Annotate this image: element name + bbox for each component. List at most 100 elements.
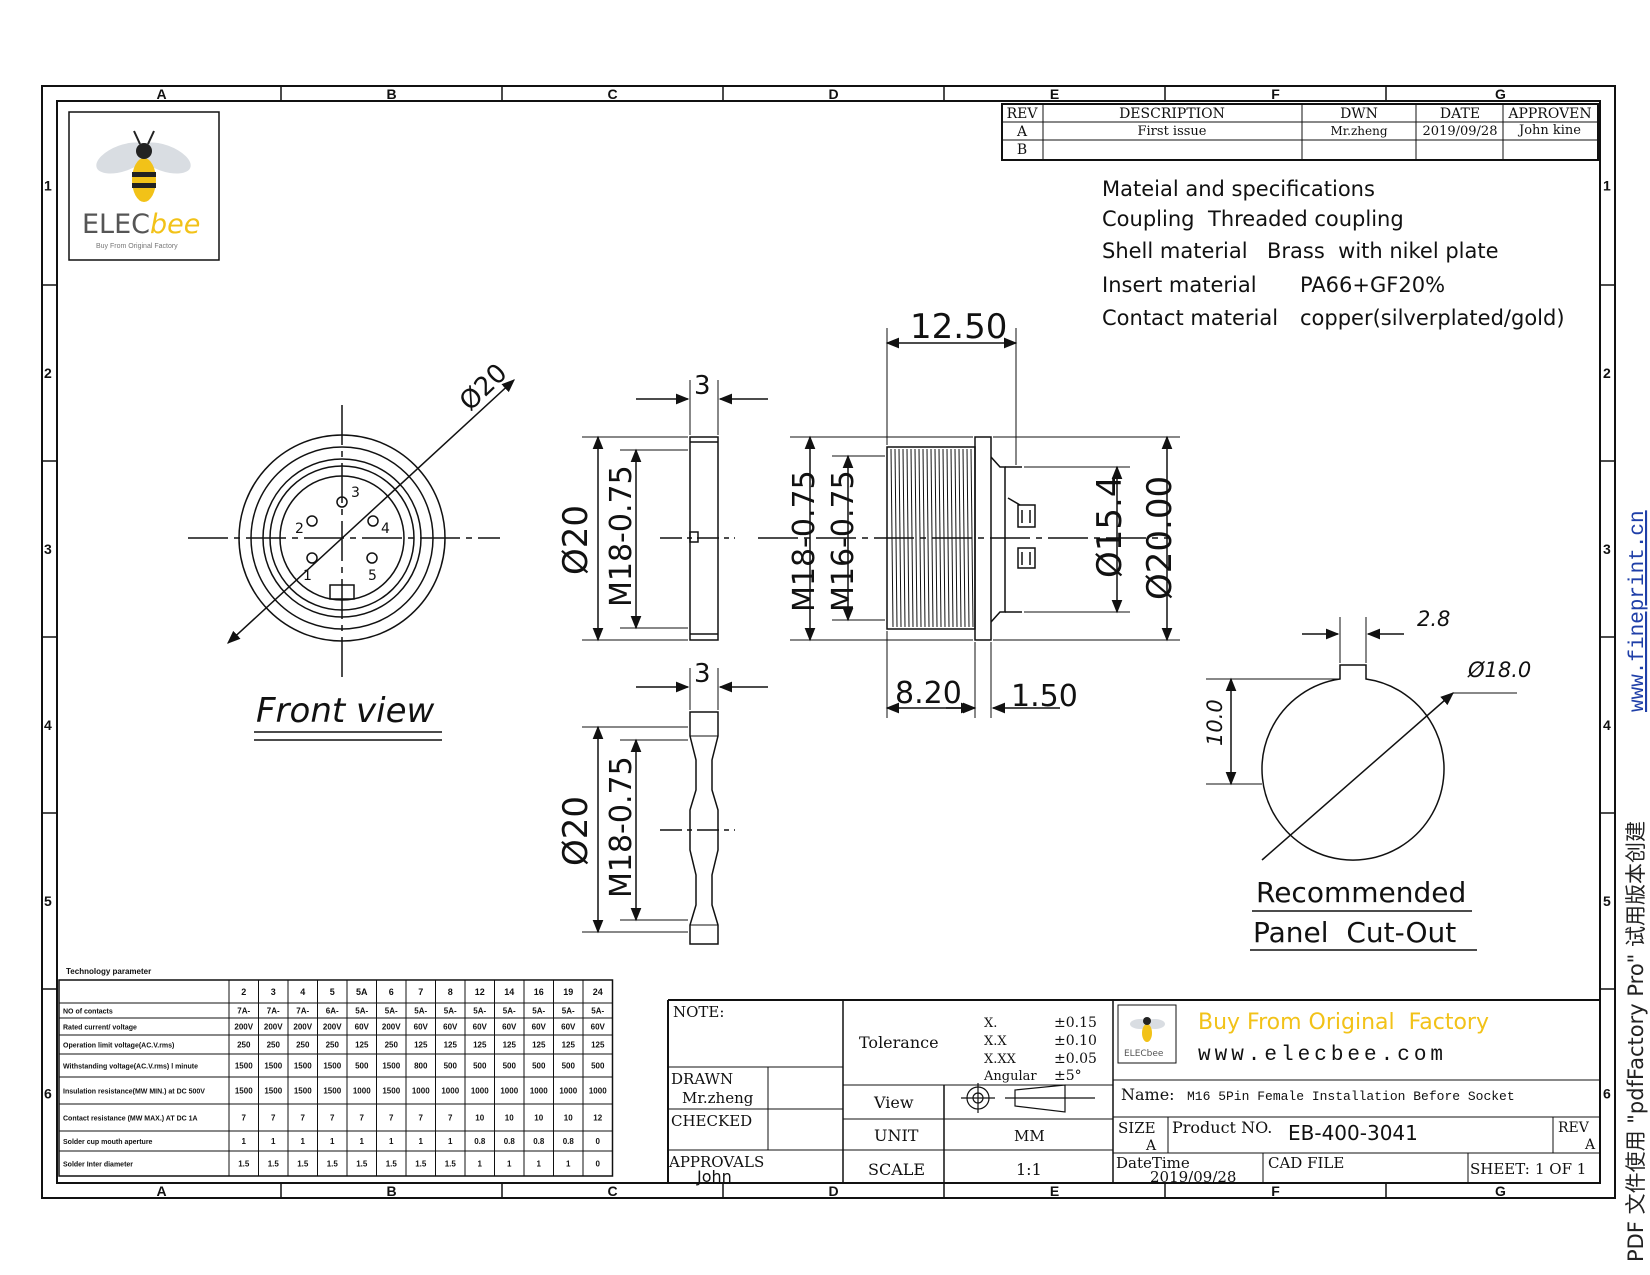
tech-cell: 5A- (591, 1007, 604, 1016)
rev-row-b-rev: B (1017, 142, 1027, 158)
rev-row-a-description: First issue (1138, 124, 1207, 139)
tech-cell: 200V (293, 1023, 312, 1032)
nut-top-dim-thread: M18-0.75 (604, 465, 639, 607)
tech-header-cell: 12 (475, 987, 485, 997)
zone-row-left-1: 1 (44, 178, 52, 194)
pin-label-3: 3 (351, 485, 360, 501)
tech-cell: 10 (564, 1114, 573, 1123)
rev-header-date: DATE (1440, 106, 1480, 122)
side-dim-m18: M18-0.75 (787, 470, 822, 612)
pin-2 (306, 515, 318, 527)
tech-cell: 5A- (503, 1007, 516, 1016)
tech-cell: 7 (301, 1114, 306, 1123)
material-specifications: Mateial and specifications Coupling Thre… (1102, 177, 1565, 330)
spec-coupling-label: Coupling (1102, 207, 1194, 231)
tech-cell: 1 (242, 1137, 247, 1146)
tech-cell: 7A- (296, 1007, 309, 1016)
sheet-label: SHEET: (1470, 1160, 1530, 1178)
pin-label-4: 4 (381, 521, 390, 537)
tech-cell: 0.8 (563, 1137, 575, 1146)
tech-cell: 500 (532, 1062, 546, 1071)
title-logo-icon: ELECbee (1124, 1017, 1165, 1059)
tech-cell: 800 (414, 1062, 428, 1071)
cutout-dim-diameter: Ø18.0 (1467, 658, 1531, 682)
tech-cell: 500 (562, 1062, 576, 1071)
revision-table: REV DESCRIPTION DWN DATE APPROVEN A Firs… (1001, 103, 1599, 161)
watermark-link[interactable]: www.fineprint.cn (1627, 510, 1650, 712)
zone-col-top-f: F (1271, 86, 1280, 102)
zone-row-left-4: 4 (44, 717, 52, 733)
thread-line (926, 448, 930, 628)
tech-cell: 1000 (530, 1087, 548, 1096)
rev-value: A (1584, 1137, 1596, 1153)
tech-cell: 7 (242, 1114, 247, 1123)
tech-cell: 5A- (385, 1007, 398, 1016)
tech-cell: 1000 (412, 1087, 430, 1096)
tech-cell: 1 (507, 1160, 512, 1169)
zone-col-top-b: B (386, 86, 396, 102)
tech-cell: 1 (478, 1160, 483, 1169)
tech-cell: 1 (419, 1137, 424, 1146)
zone-col-bottom-b: B (386, 1183, 396, 1199)
approvals-label: APPROVALS (668, 1153, 764, 1171)
tech-cell: 250 (296, 1041, 310, 1050)
cutout-dim-height: 10.0 (1203, 699, 1227, 746)
tech-cell: 7A- (267, 1007, 280, 1016)
tech-cell: 60V (355, 1023, 370, 1032)
pin-1 (306, 552, 318, 564)
zone-col-bottom-c: C (607, 1183, 617, 1199)
nut-bottom-dim-diameter: Ø20 (556, 796, 596, 866)
zone-col-bottom-g: G (1495, 1183, 1506, 1199)
tech-cell: 250 (237, 1041, 251, 1050)
tech-cell: 1.5 (268, 1160, 280, 1169)
nut-bottom-dim-width: 3 (694, 659, 711, 689)
tech-cell: 1.5 (356, 1160, 368, 1169)
tech-cell: 1 (301, 1137, 306, 1146)
tech-cell: 0 (596, 1137, 601, 1146)
tech-cell: 500 (503, 1062, 517, 1071)
tech-cell: 250 (326, 1041, 340, 1050)
size-label: SIZE (1118, 1119, 1156, 1137)
rev-label: REV (1558, 1120, 1590, 1136)
sheet-value: 1 OF 1 (1535, 1160, 1586, 1178)
rev-header-rev: REV (1007, 106, 1039, 122)
tech-cell: 7 (271, 1114, 276, 1123)
product-name: M16 5Pin Female Installation Before Sock… (1187, 1089, 1515, 1104)
spec-contact-value: copper(silverplated/gold) (1300, 306, 1565, 330)
tech-cell: 200V (234, 1023, 253, 1032)
scale-value: 1:1 (1016, 1160, 1042, 1179)
tech-cell: 60V (443, 1023, 458, 1032)
tech-cell: 1000 (471, 1087, 489, 1096)
side-dim-820: 8.20 (895, 676, 962, 711)
datetime-value: 2019/09/28 (1150, 1168, 1236, 1186)
nut-bottom-view (582, 668, 768, 945)
tech-row-label: Rated current/ voltage (63, 1025, 137, 1032)
tech-cell: 125 (503, 1041, 517, 1050)
approvals-value: John (696, 1167, 732, 1186)
tech-header-cell: 7 (418, 987, 423, 997)
tech-cell: 6A- (326, 1007, 339, 1016)
tech-cell: 5A- (444, 1007, 457, 1016)
connector-side-view (758, 328, 1180, 718)
zone-col-bottom-a: A (156, 1183, 166, 1199)
tech-header-cell: 6 (389, 987, 394, 997)
tech-cell: 1.5 (386, 1160, 398, 1169)
tech-cell: 500 (473, 1062, 487, 1071)
tolerance-label: Tolerance (859, 1033, 939, 1052)
tech-row-label: Operation limit voltage(AC.V.rms) (63, 1043, 174, 1050)
tech-cell: 1500 (294, 1062, 312, 1071)
tech-cell: 60V (591, 1023, 606, 1032)
spec-coupling-value: Threaded coupling (1207, 207, 1404, 231)
tech-cell: 1 (537, 1160, 542, 1169)
rev-row-a-date: 2019/09/28 (1423, 124, 1498, 139)
spec-shell-value: Brass with nikel plate (1267, 239, 1499, 263)
tech-cell: 500 (355, 1062, 369, 1071)
unit-value: MM (1014, 1127, 1045, 1145)
zone-row-right-4: 4 (1603, 717, 1611, 733)
svg-text:ELECbee: ELECbee (82, 209, 200, 240)
rev-header-description: DESCRIPTION (1119, 106, 1225, 122)
zone-row-left-3: 3 (44, 541, 52, 557)
cutout-label-1: Recommended (1256, 876, 1466, 909)
tech-cell: 60V (473, 1023, 488, 1032)
tech-cell: 1000 (559, 1087, 577, 1096)
